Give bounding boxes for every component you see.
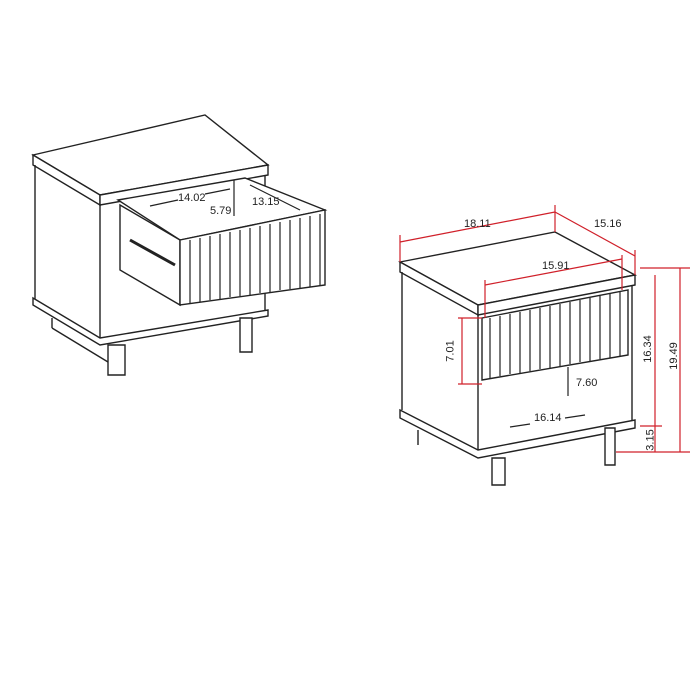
open-shelf-height-label: 7.60 bbox=[576, 377, 598, 389]
open-shelf-width-label: 16.14 bbox=[534, 412, 562, 424]
drawer-front-height-label: 7.01 bbox=[444, 340, 457, 362]
overall-depth-label: 15.16 bbox=[594, 218, 622, 230]
overall-width-label: 18.11 bbox=[464, 218, 491, 230]
overall-height-label: 19.49 bbox=[667, 342, 680, 370]
leg-height-label: 3.15 bbox=[644, 429, 657, 451]
drawer-interior-depth-label: 13.15 bbox=[252, 196, 280, 208]
body-height-label: 16.34 bbox=[641, 335, 654, 363]
drawer-front-width-label: 15.91 bbox=[542, 260, 570, 272]
drawer-interior-height-label: 5.79 bbox=[210, 205, 232, 217]
drawer-interior-width-label: 14.02 bbox=[178, 192, 206, 204]
